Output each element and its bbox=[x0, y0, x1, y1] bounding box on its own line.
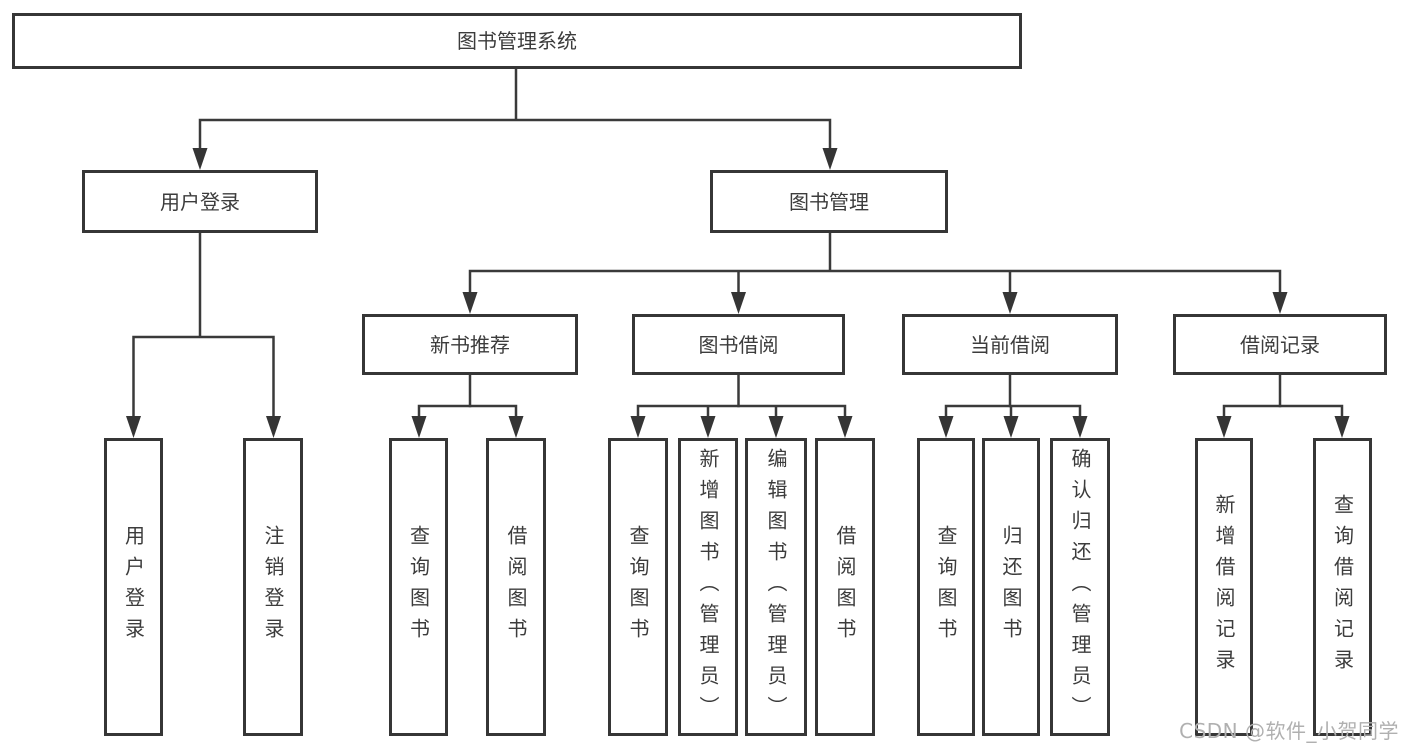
node-label: 用户登录 bbox=[121, 525, 146, 649]
node-login-action: 用户登录 bbox=[104, 438, 163, 736]
node-library-system: 图书管理系统 bbox=[12, 13, 1022, 69]
node-label: 确认归还（管理员） bbox=[1068, 447, 1092, 727]
node-label: 查询图书 bbox=[934, 525, 958, 649]
arrowheads bbox=[126, 148, 1350, 438]
node-current-borrowing: 当前借阅 bbox=[902, 314, 1118, 375]
node-new-book-recommend: 新书推荐 bbox=[362, 314, 578, 375]
node-query-borrow-record: 查询借阅记录 bbox=[1313, 438, 1372, 736]
node-label: 归还图书 bbox=[999, 525, 1023, 649]
node-query-books-current: 查询图书 bbox=[917, 438, 975, 736]
node-label: 新增图书（管理员） bbox=[696, 447, 720, 727]
node-label: 借阅图书 bbox=[833, 525, 857, 649]
node-label: 查询图书 bbox=[406, 525, 431, 649]
node-confirm-return-admin: 确认归还（管理员） bbox=[1050, 438, 1110, 736]
node-edit-books-admin: 编辑图书（管理员） bbox=[745, 438, 807, 736]
node-book-borrowing: 图书借阅 bbox=[632, 314, 845, 375]
node-label: 编辑图书（管理员） bbox=[764, 447, 788, 727]
node-query-books-recommend: 查询图书 bbox=[389, 438, 448, 736]
node-label: 查询图书 bbox=[626, 525, 650, 649]
node-add-books-admin: 新增图书（管理员） bbox=[678, 438, 738, 736]
node-borrowing-records: 借阅记录 bbox=[1173, 314, 1387, 375]
node-label: 新增借阅记录 bbox=[1212, 494, 1236, 680]
node-query-books-borrowing: 查询图书 bbox=[608, 438, 668, 736]
node-add-borrow-record: 新增借阅记录 bbox=[1195, 438, 1253, 736]
node-label: 借阅图书 bbox=[504, 525, 528, 649]
csdn-watermark: CSDN @软件_小贺同学 bbox=[1179, 719, 1399, 743]
node-label: 查询借阅记录 bbox=[1330, 494, 1355, 680]
node-borrow-books-borrowing: 借阅图书 bbox=[815, 438, 875, 736]
node-user-login: 用户登录 bbox=[82, 170, 318, 233]
node-book-management: 图书管理 bbox=[710, 170, 948, 233]
node-label: 注销登录 bbox=[261, 525, 285, 649]
node-logout-action: 注销登录 bbox=[243, 438, 303, 736]
node-borrow-books-recommend: 借阅图书 bbox=[486, 438, 546, 736]
node-return-books: 归还图书 bbox=[982, 438, 1040, 736]
